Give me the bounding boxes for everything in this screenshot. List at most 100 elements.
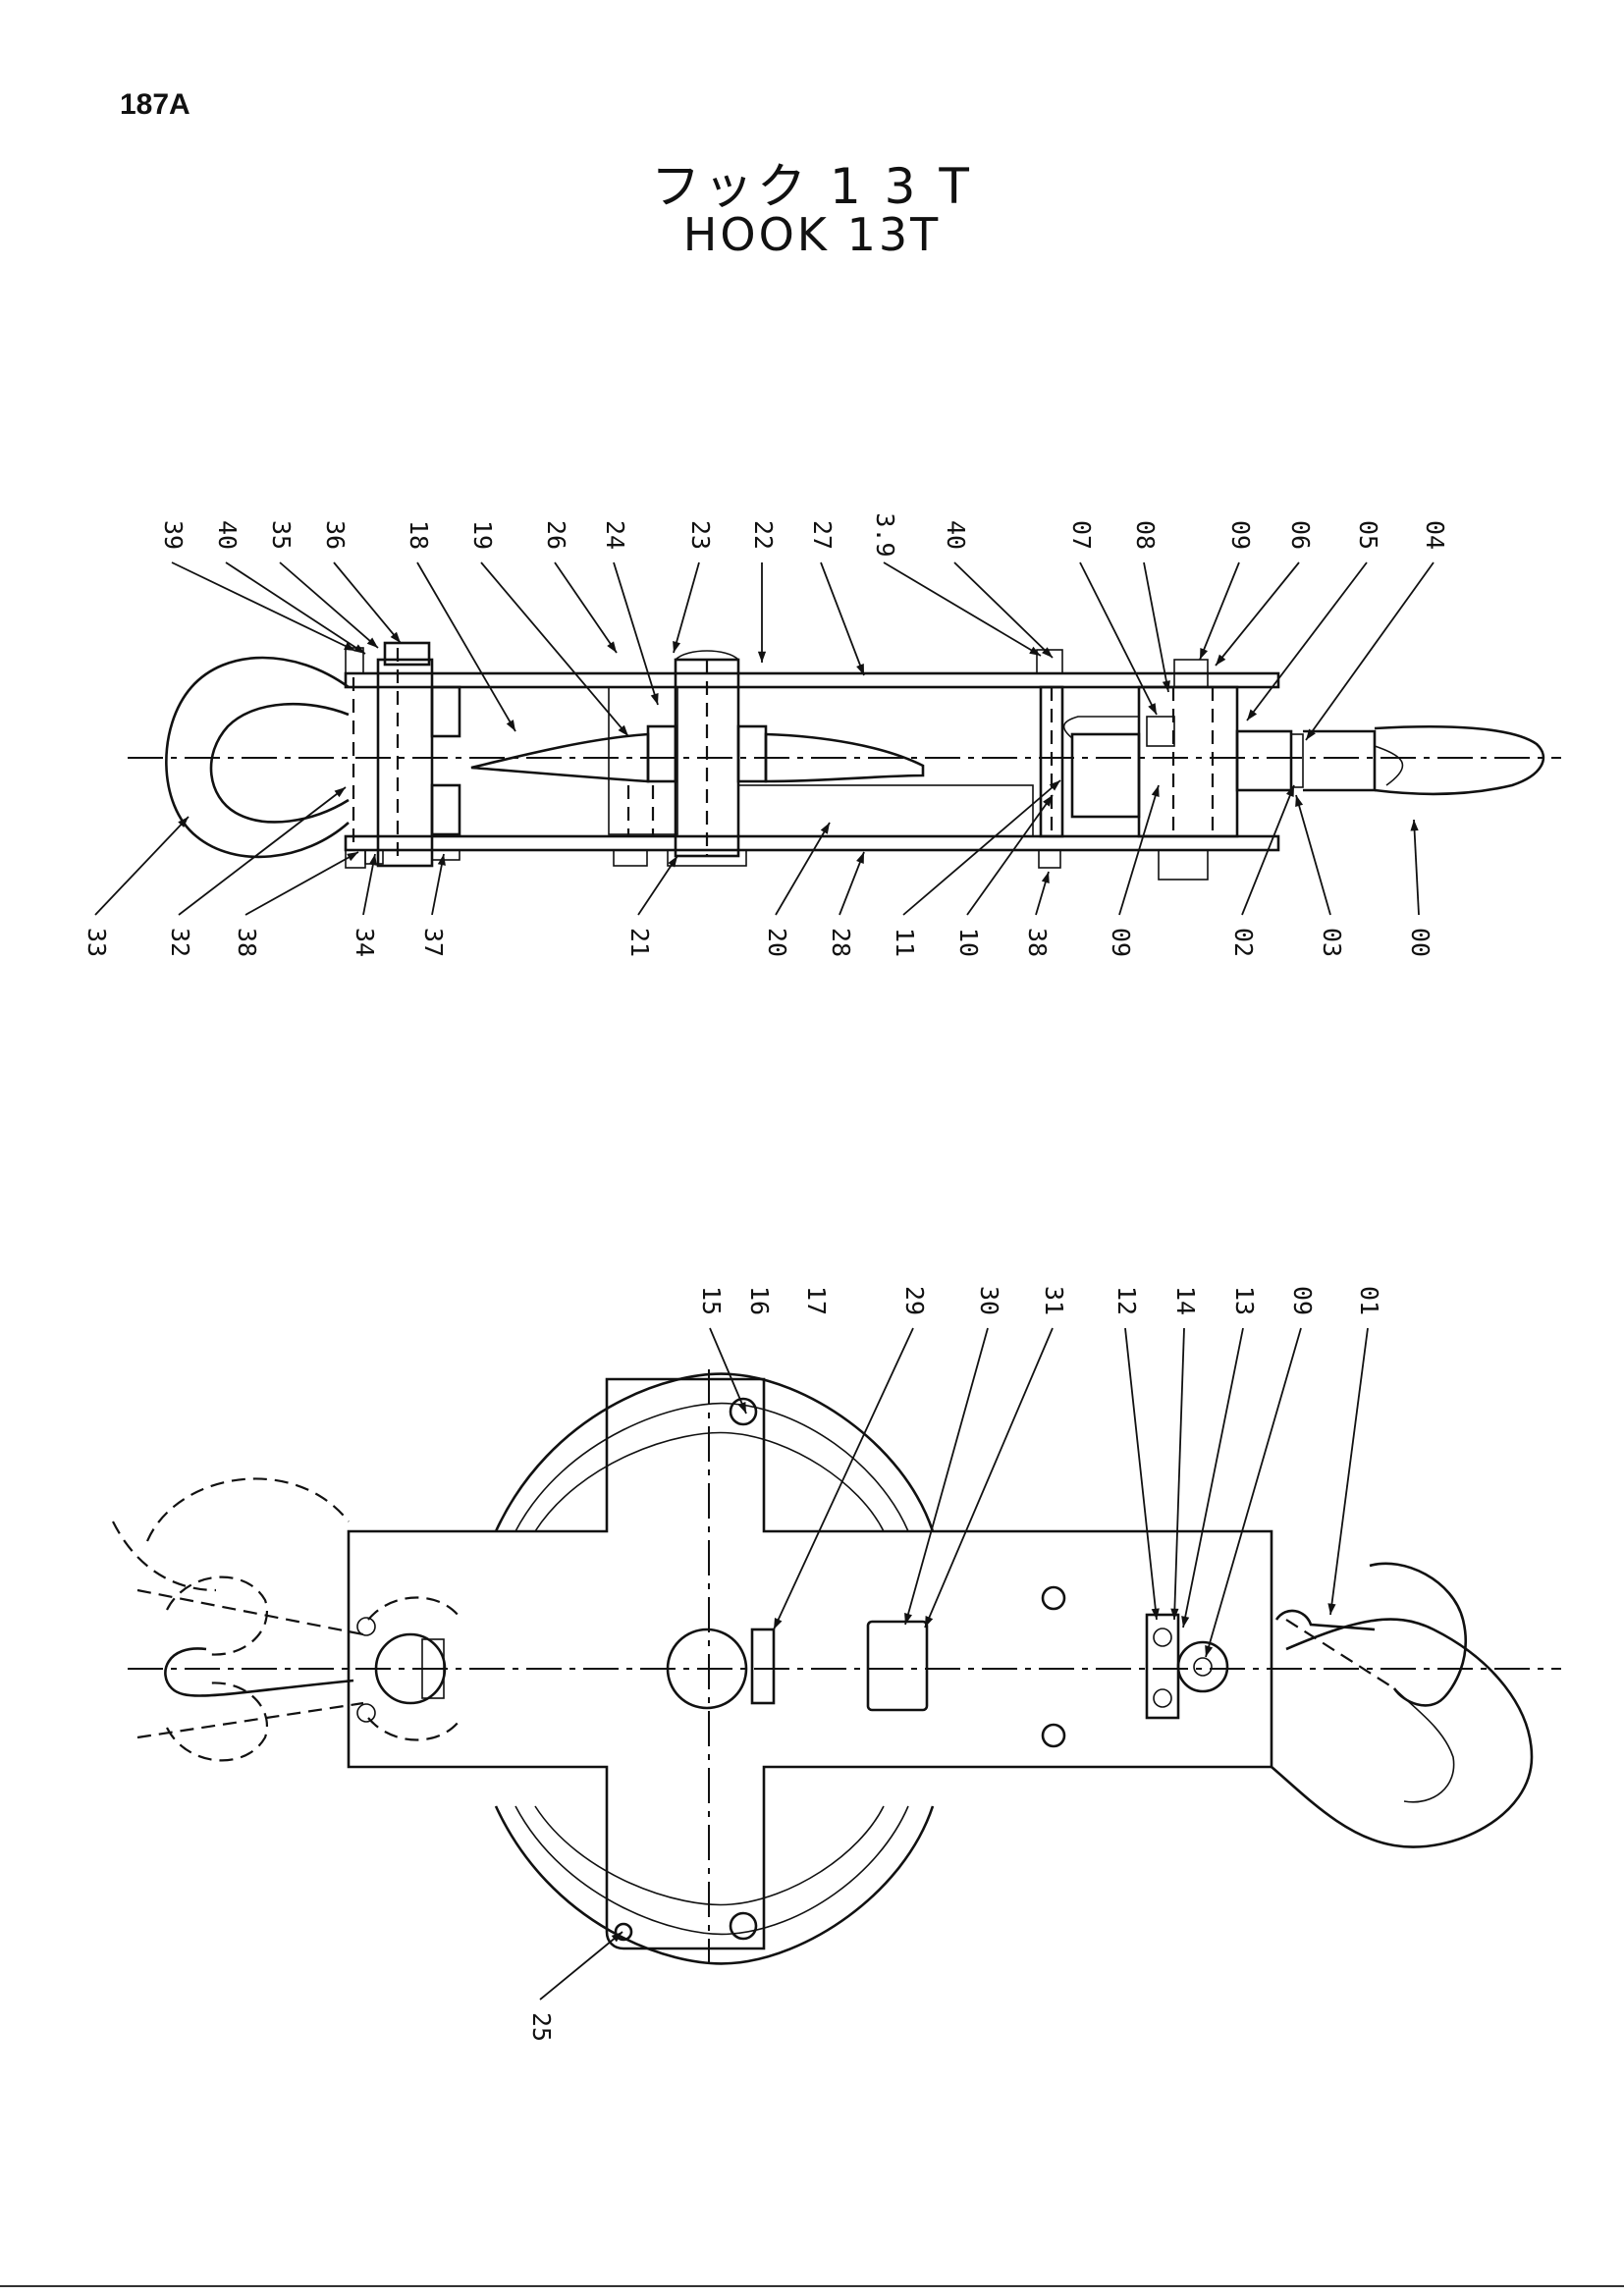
arrowhead-35	[366, 637, 378, 648]
arrowhead-39	[344, 642, 355, 651]
leader-02	[1241, 784, 1295, 916]
grease-nipple-07	[1146, 716, 1175, 747]
spacer-tube	[737, 784, 1034, 837]
bearing-left	[646, 724, 677, 783]
arrowhead-09	[1151, 785, 1160, 797]
arrowhead-36	[390, 631, 401, 643]
leader-30	[904, 1327, 989, 1626]
leader-13	[1182, 1327, 1244, 1629]
name-plate-30	[866, 1620, 929, 1712]
hook-latch-01	[1274, 1609, 1376, 1631]
callout-31: 31	[1040, 1286, 1068, 1315]
shackle-bolt-bottom	[356, 1703, 376, 1723]
arrowhead-15	[737, 1402, 746, 1414]
arrowhead-38	[1041, 872, 1050, 883]
arrowhead-10	[1043, 795, 1053, 807]
shackle-spacer-upper	[430, 685, 461, 738]
leader-09	[1118, 784, 1160, 916]
alt-shackle-ring-top	[166, 1575, 268, 1656]
arrowhead-08	[1162, 680, 1170, 692]
callout-35: 35	[267, 520, 296, 550]
bolt-15-bottom	[729, 1911, 758, 1941]
callout-12: 12	[1112, 1286, 1141, 1315]
arrowhead-40	[1042, 647, 1053, 658]
nut-39-left	[345, 647, 364, 674]
callout-24: 24	[601, 520, 629, 550]
leader-05	[1246, 561, 1368, 721]
leader-21	[637, 855, 678, 916]
side-view	[128, 641, 1561, 881]
crosshead-sleeve	[1070, 732, 1141, 819]
callout-10: 10	[954, 928, 983, 957]
plan-view	[112, 1369, 1561, 1965]
title-english: HOOK 13T	[682, 208, 942, 261]
sheave-axle-boss	[666, 1628, 748, 1710]
callout-14: 14	[1171, 1286, 1200, 1315]
alt-shackle-ring-mid	[164, 1647, 354, 1697]
nut-09-bottom	[1158, 849, 1209, 881]
leader-26	[554, 561, 618, 654]
sheave-axle-cap	[675, 650, 739, 661]
sheave-groove-bottom-1	[514, 1805, 909, 1936]
callout-38: 38	[233, 928, 261, 957]
callout-28: 28	[827, 928, 855, 957]
leader-25	[539, 1931, 623, 2001]
arrowhead-12	[1151, 1608, 1160, 1620]
swivel-bolt-14-top	[1153, 1628, 1172, 1647]
callout-33: 33	[82, 928, 111, 957]
alt-shackle-ring-bottom	[166, 1682, 268, 1762]
sheave-right-flange	[764, 732, 925, 783]
callout-22: 22	[749, 520, 778, 550]
callout-21: 21	[625, 928, 654, 957]
shackle-ring-outer	[165, 656, 350, 859]
callout-32: 32	[166, 928, 194, 957]
plate-37	[431, 849, 460, 861]
callout-11: 11	[891, 928, 919, 957]
callout-02: 02	[1229, 928, 1258, 957]
arrowhead-40	[353, 644, 365, 654]
shackle-hidden-top	[367, 1596, 462, 1621]
swivel-block-12	[1145, 1613, 1180, 1720]
leader-39	[171, 561, 356, 652]
callout-30: 30	[975, 1286, 1003, 1315]
shackle-spacer-lower	[430, 783, 461, 836]
hook-throat-side	[1374, 745, 1404, 786]
leader-04	[1305, 561, 1435, 741]
leader-23	[673, 561, 700, 654]
arrowhead-24	[650, 693, 659, 705]
leader-09	[1199, 561, 1240, 661]
arrowhead-30	[904, 1613, 912, 1625]
arrowhead-23	[673, 641, 681, 653]
bolt-lower-right	[1041, 1723, 1066, 1748]
leader-28	[839, 851, 865, 916]
hook-shank	[1303, 729, 1377, 792]
alt-shackle-links	[136, 1588, 364, 1739]
callout-40: 40	[942, 520, 970, 550]
arrowhead-00	[1410, 820, 1419, 831]
nut-38-right	[1038, 849, 1061, 869]
callout-09: 09	[1226, 520, 1255, 550]
arrowhead-31	[925, 1616, 934, 1628]
sheave-outline-bottom	[494, 1805, 935, 1965]
arrowhead-26	[607, 641, 617, 653]
page-number: 187A	[120, 88, 190, 121]
callout-38: 38	[1023, 928, 1052, 957]
arrowhead-05	[1247, 709, 1258, 721]
callout-04: 04	[1421, 520, 1449, 550]
shackle-pin-body	[376, 658, 434, 868]
leader-06	[1215, 561, 1300, 667]
leader-31	[924, 1327, 1054, 1629]
callout-13: 13	[1230, 1286, 1259, 1315]
crosshead-sleeve-cap	[1062, 716, 1139, 739]
sheave-groove-top-2	[534, 1431, 885, 1532]
shackle-eye	[374, 1632, 447, 1705]
callout-16: 16	[745, 1286, 774, 1315]
callout-25: 25	[527, 2012, 556, 2042]
callout-06: 06	[1286, 520, 1315, 550]
leader-11	[902, 779, 1061, 916]
leader-10	[966, 794, 1054, 916]
arrowhead-32	[334, 787, 346, 798]
leader-00	[1413, 819, 1420, 916]
leader-09	[1205, 1327, 1302, 1658]
